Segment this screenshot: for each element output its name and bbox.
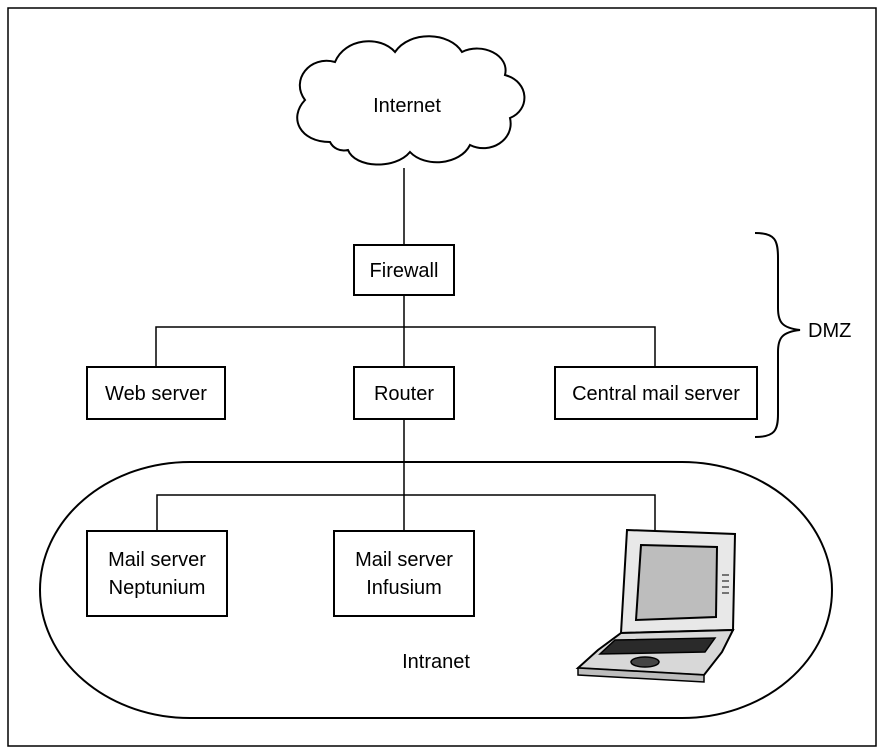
mail-server-infusium-line1: Mail server <box>355 549 453 571</box>
dmz-brace: DMZ <box>754 232 851 438</box>
diagram-frame <box>7 7 877 747</box>
wire-dmz-bus <box>155 326 656 367</box>
firewall-label: Firewall <box>370 260 439 282</box>
connections <box>155 168 656 541</box>
web-server-box <box>86 366 226 420</box>
firewall-node: Firewall <box>353 244 455 296</box>
dmz-label: DMZ <box>808 320 851 342</box>
mail-server-infusium-box <box>333 530 475 617</box>
web-server-label: Web server <box>105 383 207 405</box>
firewall-box <box>353 244 455 296</box>
mail-server-neptunium-line1: Mail server <box>108 549 206 571</box>
cloud-shape <box>296 35 526 166</box>
router-label: Router <box>374 383 434 405</box>
intranet-boundary <box>39 461 833 719</box>
internet-cloud: Internet <box>296 35 526 166</box>
mail-server-neptunium-node: Mail server Neptunium <box>86 530 228 617</box>
router-box <box>353 366 455 420</box>
mail-server-neptunium-box <box>86 530 228 617</box>
router-node: Router <box>353 366 455 420</box>
mail-server-infusium-line2: Infusium <box>366 577 442 599</box>
central-mail-server-box <box>554 366 758 420</box>
cloud-label: Internet <box>373 95 441 117</box>
mail-server-infusium-node: Mail server Infusium <box>333 530 475 617</box>
brace-shape <box>754 232 801 438</box>
laptop-front-edge <box>577 667 705 683</box>
wire-intranet-bus <box>156 494 656 541</box>
laptop-trackpad <box>630 656 660 668</box>
laptop-screen <box>634 543 719 622</box>
mail-server-neptunium-line2: Neptunium <box>109 577 206 599</box>
intranet-label: Intranet <box>402 651 470 673</box>
laptop-icon <box>575 528 737 683</box>
central-mail-server-label: Central mail server <box>572 383 740 405</box>
web-server-node: Web server <box>86 366 226 420</box>
central-mail-server-node: Central mail server <box>554 366 758 420</box>
laptop-keyboard <box>598 637 717 655</box>
